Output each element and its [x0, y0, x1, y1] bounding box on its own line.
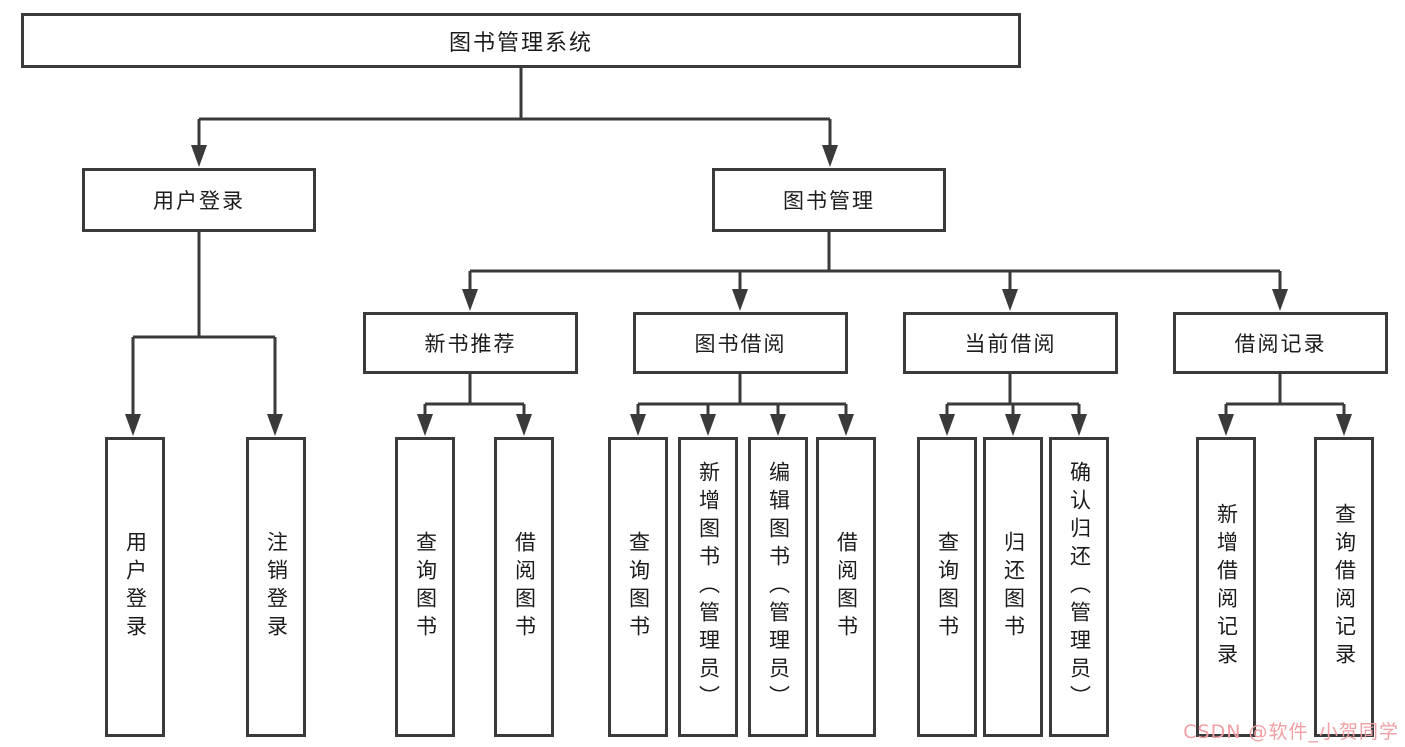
node-new-book-recommend: 新书推荐: [363, 312, 578, 374]
arrow-down-icon: [630, 414, 646, 436]
arrow-down-icon: [1071, 414, 1087, 436]
arrow-down-icon: [770, 414, 786, 436]
leaf-add-borrow-record: 新增借阅记录: [1196, 437, 1256, 737]
node-borrow-records: 借阅记录: [1173, 312, 1388, 374]
arrow-down-icon: [462, 289, 478, 311]
node-current-borrow: 当前借阅: [903, 312, 1118, 374]
arrow-down-icon: [1272, 289, 1288, 311]
arrow-down-icon: [1336, 414, 1352, 436]
leaf-borrow-books: 借阅图书: [816, 437, 876, 737]
arrow-down-icon: [267, 414, 283, 436]
leaf-query-borrow-record: 查询借阅记录: [1314, 437, 1374, 737]
arrow-down-icon: [1002, 289, 1018, 311]
arrow-down-icon: [125, 414, 141, 436]
node-library-management-system: 图书管理系统: [21, 13, 1021, 68]
connector-user-login-to-leaves: [125, 231, 283, 436]
arrow-down-icon: [838, 414, 854, 436]
arrow-down-icon: [191, 145, 207, 167]
leaf-return-books: 归还图书: [983, 437, 1043, 737]
connector-current-borrow-to-leaves: [939, 373, 1087, 436]
arrow-down-icon: [822, 145, 838, 167]
connector-borrow-records-to-leaves: [1218, 373, 1352, 436]
connector-book-management-to-level3: [462, 231, 1288, 311]
leaf-borrow-books-recommend: 借阅图书: [494, 437, 554, 737]
leaf-confirm-return-admin: 确认归还（管理员）: [1049, 437, 1109, 737]
leaf-query-books-current: 查询图书: [917, 437, 977, 737]
arrow-down-icon: [1005, 414, 1021, 436]
node-user-login: 用户登录: [82, 168, 316, 232]
csdn-watermark: CSDN @软件_小贺同学: [1183, 721, 1399, 743]
arrow-down-icon: [1218, 414, 1234, 436]
connector-book-borrow-to-leaves: [630, 373, 854, 436]
arrow-down-icon: [939, 414, 955, 436]
arrow-down-icon: [732, 289, 748, 311]
arrow-down-icon: [516, 414, 532, 436]
leaf-edit-books-admin: 编辑图书（管理员）: [748, 437, 808, 737]
connector-new-book-recommend-to-leaves: [417, 373, 532, 436]
leaf-add-books-admin: 新增图书（管理员）: [678, 437, 738, 737]
leaf-query-books-borrow: 查询图书: [608, 437, 668, 737]
leaf-logout: 注销登录: [246, 437, 306, 737]
arrow-down-icon: [417, 414, 433, 436]
node-book-borrow: 图书借阅: [633, 312, 848, 374]
arrow-down-icon: [700, 414, 716, 436]
leaf-query-books-recommend: 查询图书: [395, 437, 455, 737]
leaf-user-login: 用户登录: [105, 437, 165, 737]
connector-root-to-level2: [191, 67, 838, 167]
node-book-management: 图书管理: [712, 168, 946, 232]
